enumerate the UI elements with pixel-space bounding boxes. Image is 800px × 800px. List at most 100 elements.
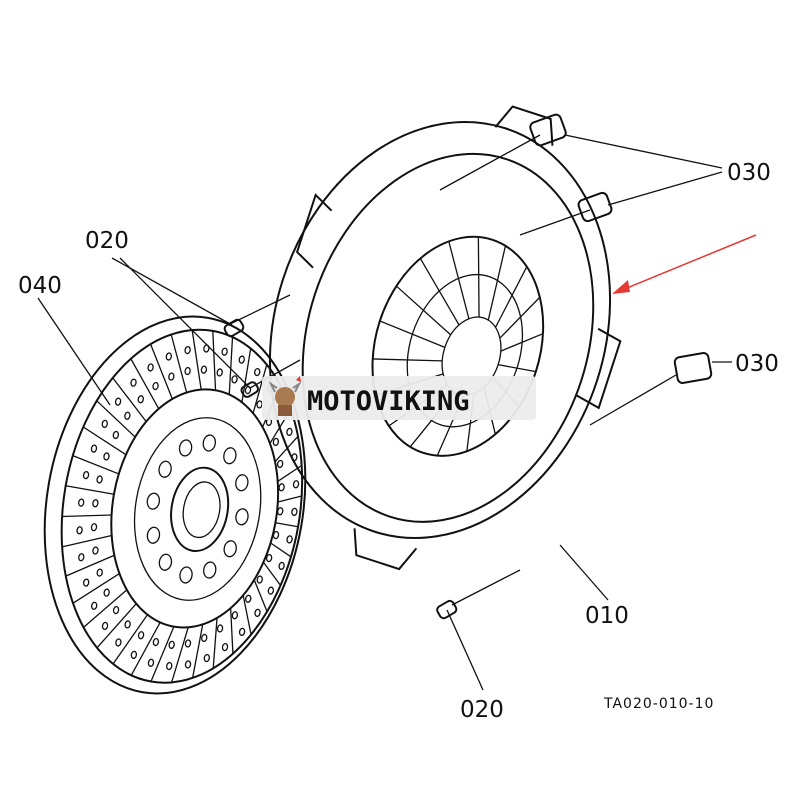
viking-mascot-icon — [268, 376, 302, 416]
label-010: 010 — [585, 603, 629, 629]
disc-rivet-hole — [103, 588, 110, 597]
hub-spring-window — [158, 553, 173, 571]
disc-rivet-hole — [137, 395, 144, 404]
disc-rivet-hole — [78, 498, 85, 507]
disc-rivet-hole — [221, 642, 229, 652]
disc-rivet-hole — [272, 437, 280, 447]
disc-rivet-hole — [201, 633, 208, 643]
disc-rivet-hole — [216, 368, 223, 377]
diaphragm-finger — [498, 364, 536, 373]
disc-rivet-hole — [291, 453, 298, 462]
disc-rivet-hole — [166, 661, 173, 671]
disc-rivet-hole — [200, 365, 208, 374]
disc-segment-line — [252, 364, 268, 414]
disc-rivet-hole — [203, 653, 210, 663]
disc-segment-line — [130, 358, 160, 410]
disc-segment-line — [191, 329, 202, 390]
disc-rivet-hole — [231, 611, 239, 620]
diaphragm-finger — [477, 237, 480, 318]
hub-spring-window — [158, 460, 172, 478]
disc-rivet-hole — [168, 372, 175, 381]
disc-rivet-hole — [147, 363, 154, 372]
disc-rivet-hole — [184, 660, 192, 669]
disc-segment-line — [262, 561, 282, 586]
disc-rivet-hole — [254, 608, 261, 617]
disc-rivet-hole — [256, 575, 263, 584]
disc-rivet-hole — [82, 578, 90, 587]
diaphragm-finger — [372, 358, 443, 362]
bolt-mid — [577, 191, 613, 223]
disc-rivet-hole — [254, 367, 261, 377]
disc-rivet-hole — [78, 553, 85, 562]
disc-rivet-hole — [92, 546, 99, 555]
diaphragm-finger — [500, 333, 544, 352]
bolt-right — [673, 352, 713, 384]
disc-rivet-hole — [216, 624, 224, 633]
hub-spring-window — [178, 439, 193, 457]
disc-rivet-hole — [238, 627, 246, 636]
disc-rivet-hole — [92, 499, 99, 508]
disc-rivet-hole — [96, 475, 103, 484]
disc-segment-line — [61, 534, 112, 548]
drawing-code: TA020-010-10 — [603, 696, 714, 712]
diaphragm-finger — [499, 296, 541, 339]
disc-rivet-hole — [112, 430, 120, 440]
disc-rivet-hole — [272, 530, 280, 540]
pin-top — [223, 318, 245, 338]
hub-spring-window — [202, 434, 217, 452]
leader-lines — [37, 134, 732, 691]
disc-rivet-hole — [168, 640, 175, 649]
label-030-right: 030 — [735, 351, 779, 377]
watermark-logo: MOTOVIKING — [262, 376, 536, 420]
disc-rivet-hole — [277, 507, 284, 516]
disc-rivet-hole — [267, 586, 275, 595]
disc-segment-line — [150, 626, 175, 682]
diaphragm-finger — [494, 266, 528, 328]
disc-segment-line — [270, 542, 292, 558]
disc-rivet-hole — [256, 400, 263, 409]
disc-rivet-hole — [184, 345, 191, 355]
label-020-top: 020 — [85, 228, 129, 254]
hub-spring-window — [179, 566, 193, 584]
disc-segment-line — [274, 435, 299, 463]
diaphragm-finger — [419, 258, 460, 326]
diaphragm-finger — [448, 241, 470, 319]
disc-rivet-hole — [124, 620, 131, 629]
disc-segment-line — [253, 579, 268, 612]
disc-rivet-hole — [90, 523, 98, 532]
disc-rivet-hole — [101, 621, 109, 631]
disc-rivet-hole — [103, 452, 110, 461]
disc-rivet-hole — [291, 507, 298, 517]
disc-segment-line — [65, 554, 115, 577]
label-020-bottom: 020 — [460, 697, 504, 723]
hub-spring-window — [223, 447, 237, 465]
disc-rivet-hole — [76, 526, 83, 535]
disc-segment-line — [275, 522, 299, 528]
disc-rivet-hole — [231, 375, 238, 384]
disc-segment-line — [112, 614, 149, 665]
disc-segment-line — [228, 337, 234, 395]
disc-rivet-hole — [278, 483, 285, 492]
clutch-cover-assembly — [268, 105, 622, 571]
disc-rivet-hole — [137, 631, 145, 640]
disc-rivet-hole — [292, 480, 300, 489]
label-030-top: 030 — [727, 160, 771, 186]
disc-rivet-hole — [184, 639, 192, 648]
disc-segment-line — [229, 608, 234, 654]
disc-segment-line — [277, 495, 302, 503]
disc-rivet-hole — [112, 605, 120, 615]
disc-segment-line — [112, 377, 147, 422]
pin-mid — [240, 381, 259, 398]
label-040: 040 — [18, 273, 62, 299]
disc-rivet-hole — [90, 444, 98, 453]
disc-rivet-hole — [114, 397, 122, 406]
disc-rivet-hole — [165, 352, 173, 361]
disc-rivet-hole — [82, 471, 90, 480]
disc-segment-line — [171, 627, 189, 683]
disc-rivet-hole — [124, 411, 131, 420]
clutch-disc — [43, 315, 307, 695]
disc-segment-line — [96, 603, 137, 649]
disc-segment-line — [96, 400, 136, 438]
hub-spring-window — [235, 474, 249, 492]
disc-rivet-hole — [245, 594, 252, 603]
